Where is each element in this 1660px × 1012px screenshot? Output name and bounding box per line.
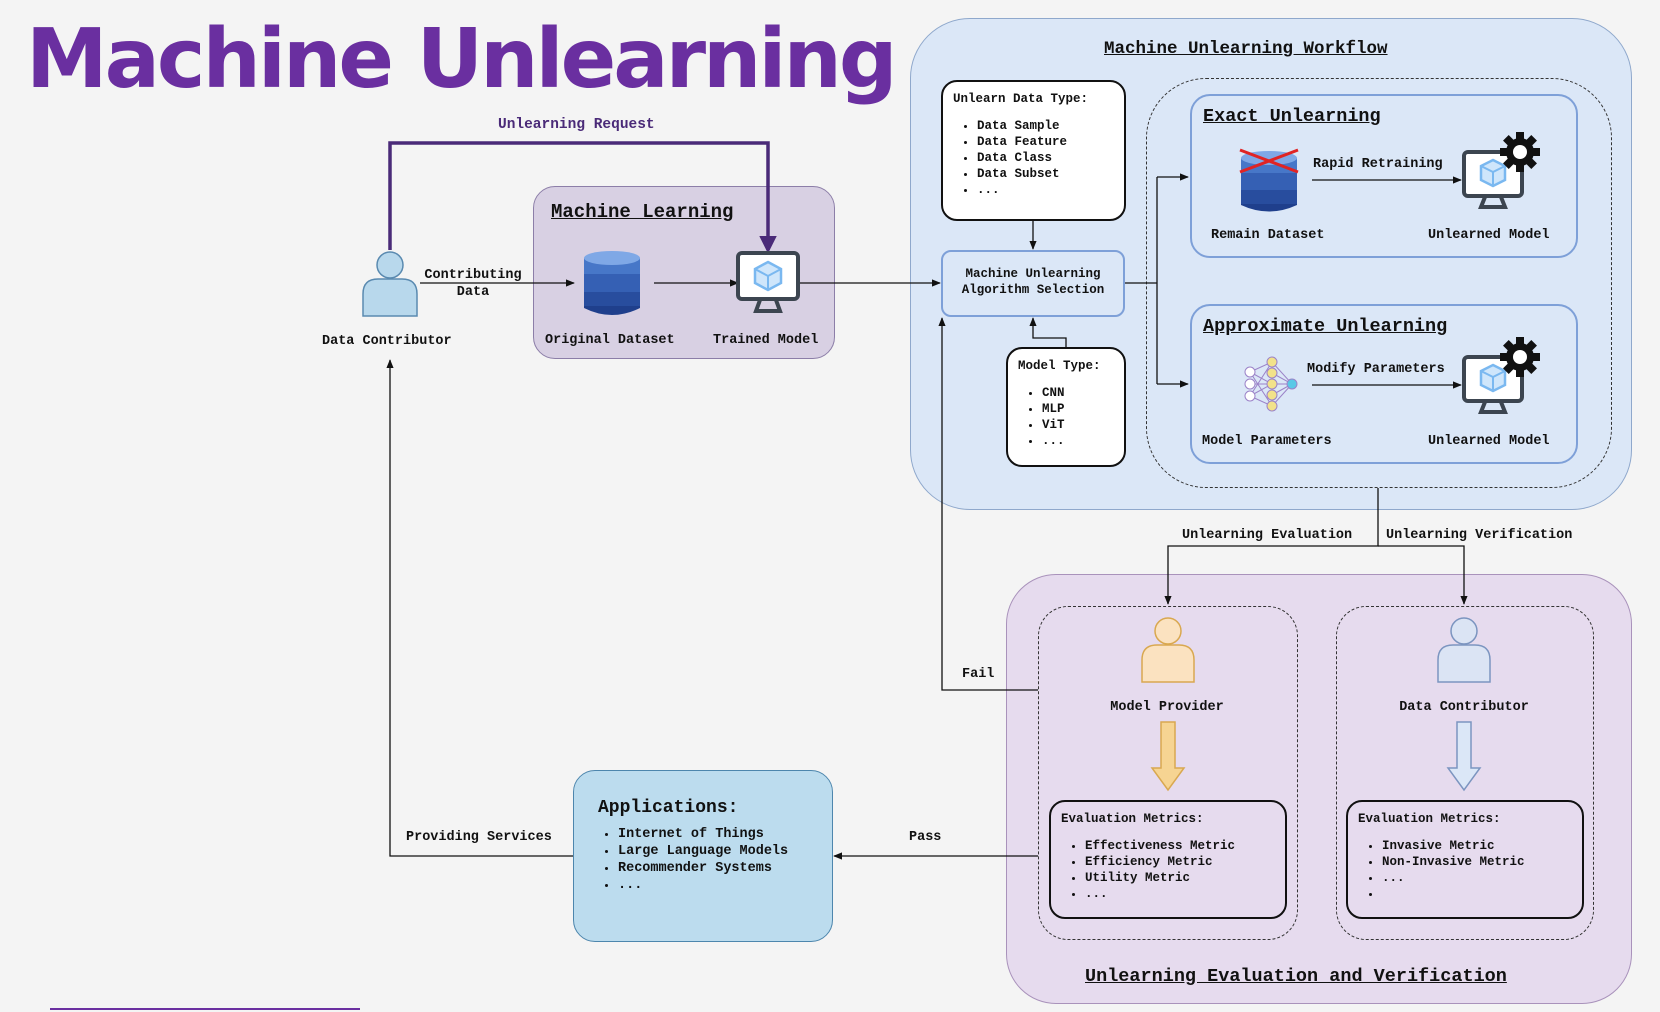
unlearn-data-type-box: Unlearn Data Type: Data Sample Data Feat… (941, 80, 1126, 221)
database-icon (584, 251, 640, 315)
machine-learning-header: Machine Learning (551, 201, 734, 223)
approx-unlearned-model-label: Unlearned Model (1428, 434, 1550, 449)
list-item: Utility Metric (1085, 870, 1275, 886)
modify-parameters-label: Modify Parameters (1307, 362, 1445, 377)
list-item: Data Feature (977, 134, 1114, 150)
list-item: ... (618, 877, 788, 894)
algorithm-selection-box (941, 250, 1125, 317)
applications-title: Applications: (598, 798, 739, 818)
unlearning-request-arrow (388, 141, 777, 254)
list-item: Data Sample (977, 118, 1114, 134)
list-item: ... (1085, 886, 1275, 902)
unlearning-evaluation-label: Unlearning Evaluation (1182, 528, 1353, 543)
exact-unlearning-header: Exact Unlearning (1203, 106, 1381, 127)
data-contributor-label: Data Contributor (322, 334, 452, 349)
data-contributor-metrics-box: Evaluation Metrics: Invasive Metric Non-… (1346, 800, 1584, 919)
exact-unlearned-model-label: Unlearned Model (1428, 228, 1550, 243)
workflow-to-evaluation-line (1164, 488, 1379, 605)
neural-network-icon (1244, 356, 1298, 412)
list-item: ViT (1042, 417, 1114, 433)
original-dataset-label: Original Dataset (545, 333, 675, 348)
model-type-title: Model Type: (1018, 359, 1101, 373)
applications-panel (573, 770, 833, 942)
workflow-to-verification-line (1378, 545, 1468, 605)
list-item: Data Class (977, 150, 1114, 166)
providing-services-arrow (386, 359, 573, 857)
contributing-data-label-1: Contributing (424, 268, 522, 283)
rapid-retraining-label: Rapid Retraining (1313, 157, 1443, 172)
fail-label: Fail (962, 667, 995, 682)
applications-list: Internet of Things Large Language Models… (598, 826, 788, 894)
model-provider-person-icon (1141, 617, 1195, 683)
unlearn-data-type-title: Unlearn Data Type: (953, 92, 1089, 106)
workflow-header: Machine Unlearning Workflow (1104, 39, 1388, 59)
remain-dataset-icon (1239, 148, 1299, 212)
list-item: Effectiveness Metric (1085, 838, 1275, 854)
list-item: ... (1382, 870, 1572, 886)
remain-dataset-label: Remain Dataset (1211, 228, 1325, 243)
unlearning-verification-label: Unlearning Verification (1386, 528, 1573, 543)
model-provider-label: Model Provider (1110, 700, 1224, 715)
down-arrow-icon (1446, 721, 1482, 792)
list-item: Internet of Things (618, 826, 788, 843)
model-parameters-label: Model Parameters (1202, 434, 1332, 449)
data-contributor-person-icon (1437, 617, 1491, 683)
approximate-unlearning-header: Approximate Unlearning (1203, 316, 1448, 337)
down-arrow-icon (1150, 721, 1186, 792)
gear-icon (1500, 337, 1540, 377)
list-item: ... (1042, 433, 1114, 449)
contributing-data-label-2: Data (456, 285, 490, 300)
pass-label: Pass (909, 830, 942, 845)
page-title: Machine Unlearning (26, 12, 898, 107)
metrics-title: Evaluation Metrics: (1358, 812, 1501, 826)
list-item: Invasive Metric (1382, 838, 1572, 854)
metrics-title: Evaluation Metrics: (1061, 812, 1204, 826)
red-cross-icon (1239, 148, 1299, 174)
algorithm-selection-line-2: Algorithm Selection (961, 283, 1105, 297)
unlearning-request-label: Unlearning Request (498, 117, 655, 133)
monitor-icon (736, 251, 800, 313)
list-item: CNN (1042, 385, 1114, 401)
model-provider-metrics-box: Evaluation Metrics: Effectiveness Metric… (1049, 800, 1287, 919)
title-underline (50, 1008, 360, 1010)
list-item: MLP (1042, 401, 1114, 417)
gear-icon (1500, 132, 1540, 172)
evaluation-panel (1006, 574, 1632, 1004)
selection-branch-line (1125, 177, 1158, 384)
evaluation-header: Unlearning Evaluation and Verification (1085, 966, 1507, 987)
list-item: Non-Invasive Metric (1382, 854, 1572, 870)
providing-services-label: Providing Services (406, 830, 552, 845)
model-type-box: Model Type: CNN MLP ViT ... (1006, 347, 1126, 467)
algorithm-selection-line-1: Machine Unlearning (965, 267, 1101, 281)
model-type-to-selection-arrow (1029, 317, 1067, 347)
list-item: Data Subset (977, 166, 1114, 182)
list-item: Large Language Models (618, 843, 788, 860)
unlearned-model-icon (1462, 150, 1524, 209)
person-icon (362, 251, 418, 317)
list-item: Recommender Systems (618, 860, 788, 877)
list-item: Efficiency Metric (1085, 854, 1275, 870)
list-item: ... (977, 182, 1114, 198)
fail-arrow (938, 317, 1038, 691)
data-contributor-group (1336, 606, 1594, 940)
trained-model-label: Trained Model (713, 333, 819, 348)
model-provider-group (1038, 606, 1298, 940)
eval-data-contributor-label: Data Contributor (1399, 700, 1529, 715)
